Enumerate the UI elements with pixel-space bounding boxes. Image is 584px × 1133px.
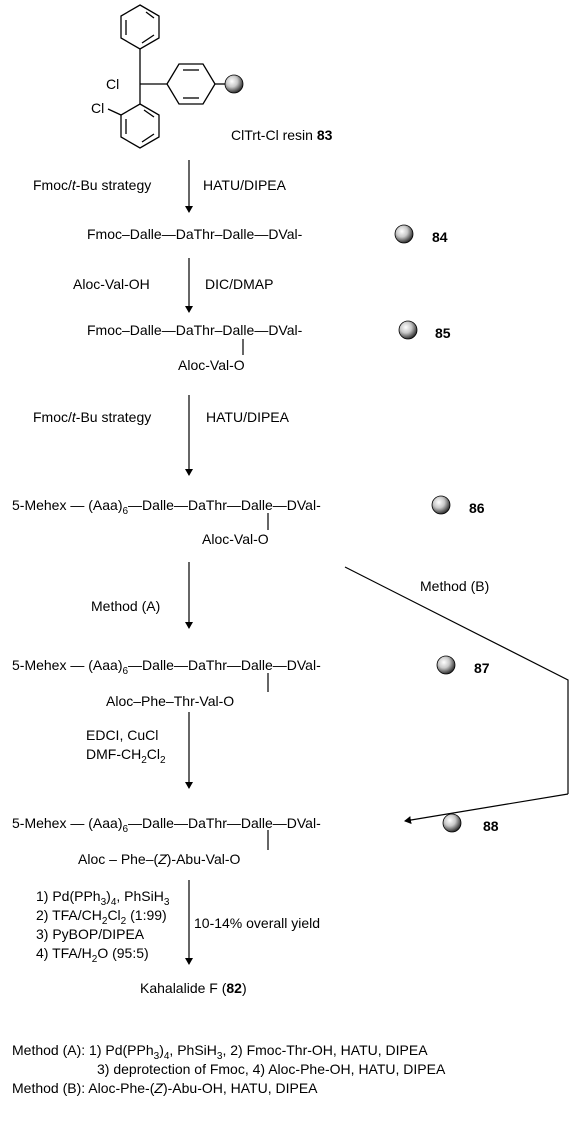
compound-86-chain: 5-Mehex — (Aaa)6—Dalle—DaThr—Dalle—DVal-: [12, 497, 321, 517]
resin-bead-86: [431, 495, 451, 515]
step5-line2: DMF-CH2Cl2: [86, 746, 166, 766]
compound-88-branch: Aloc – Phe–(Z)-Abu-Val-O: [78, 851, 241, 867]
final-step-line1: 1) Pd(PPh3)4, PhSiH3: [36, 888, 170, 908]
trityl-resin-structure: [107, 4, 226, 149]
method-b-arrowhead: [404, 793, 569, 824]
resin-name: ClTrt-Cl resin 83: [231, 127, 333, 143]
compound-88-chain: 5-Mehex — (Aaa)6—Dalle—DaThr—Dalle—DVal-: [12, 815, 321, 835]
top-phenyl-ring: [120, 4, 160, 50]
resin-cl-left: Cl: [91, 100, 105, 116]
resin-cl-top: Cl: [106, 76, 120, 92]
resin-bead-87: [436, 655, 456, 675]
compound-85-chain: Fmoc–Dalle—DaThr–Dalle—DVal-: [87, 322, 303, 338]
step2-left: Aloc-Val-OH: [73, 276, 150, 292]
compound-87-chain: 5-Mehex — (Aaa)6—Dalle—DaThr—Dalle—DVal-: [12, 657, 321, 677]
compound-number-86: 86: [469, 500, 485, 516]
resin-bead-83: [224, 74, 244, 94]
method-b-path: [344, 566, 569, 794]
compound-number-83: 83: [316, 127, 333, 143]
final-step-line4: 4) TFA/H2O (95:5): [36, 945, 149, 965]
bottom-phenyl-double-2: [141, 133, 155, 143]
resin-bead-88: [442, 813, 462, 833]
bottom-phenyl-double-1: [143, 109, 155, 118]
compound-87-branch: Aloc–Phe–Thr-Val-O: [106, 693, 235, 709]
top-phenyl-double-bond-2: [141, 34, 155, 44]
compound-86-branch: Aloc-Val-O: [202, 531, 269, 547]
bottom-phenyl-ring: [120, 103, 160, 149]
final-step-yield: 10-14% overall yield: [194, 915, 321, 931]
method-b-label: Method (B): [420, 578, 490, 594]
step3-left: Fmoc/t-Bu strategy: [33, 409, 152, 425]
cl-bond: [107, 108, 122, 116]
top-phenyl-double-bond: [145, 11, 155, 19]
footnote-method-a-line1: Method (A): 1) Pd(PPh3)4, PhSiH3, 2) Fmo…: [12, 1042, 428, 1062]
compound-85-branch: Aloc-Val-O: [178, 357, 245, 373]
resin-bead-85: [398, 320, 418, 340]
compound-number-87: 87: [474, 660, 490, 676]
method-a-label: Method (A): [91, 598, 161, 614]
footnote-method-a-line2: 3) deprotection of Fmoc, 4) Aloc-Phe-OH,…: [97, 1061, 446, 1077]
reaction-arrows: [185, 160, 569, 965]
step1-left: Fmoc/t-Bu strategy: [33, 177, 152, 193]
compound-84-chain: Fmoc–Dalle—DaThr–Dalle—DVal-: [87, 226, 303, 242]
footnote-method-b: Method (B): Aloc-Phe-(Z)-Abu-OH, HATU, D…: [12, 1080, 318, 1096]
compound-number-82: 82: [226, 980, 242, 996]
resin-bead-84: [394, 224, 414, 244]
compound-number-85: 85: [435, 325, 451, 341]
branch-bonds: [242, 339, 269, 850]
final-step-line2: 2) TFA/CH2Cl2 (1:99): [36, 907, 167, 927]
step5-line1: EDCI, CuCl: [86, 727, 159, 743]
step2-right: DIC/DMAP: [205, 276, 274, 292]
step1-right: HATU/DIPEA: [203, 177, 286, 193]
final-step-line3: 3) PyBOP/DIPEA: [36, 926, 145, 942]
product-label: Kahalalide F (82): [140, 980, 247, 996]
step3-right: HATU/DIPEA: [206, 409, 289, 425]
compound-number-84: 84: [432, 229, 448, 245]
compound-number-88: 88: [483, 818, 499, 834]
